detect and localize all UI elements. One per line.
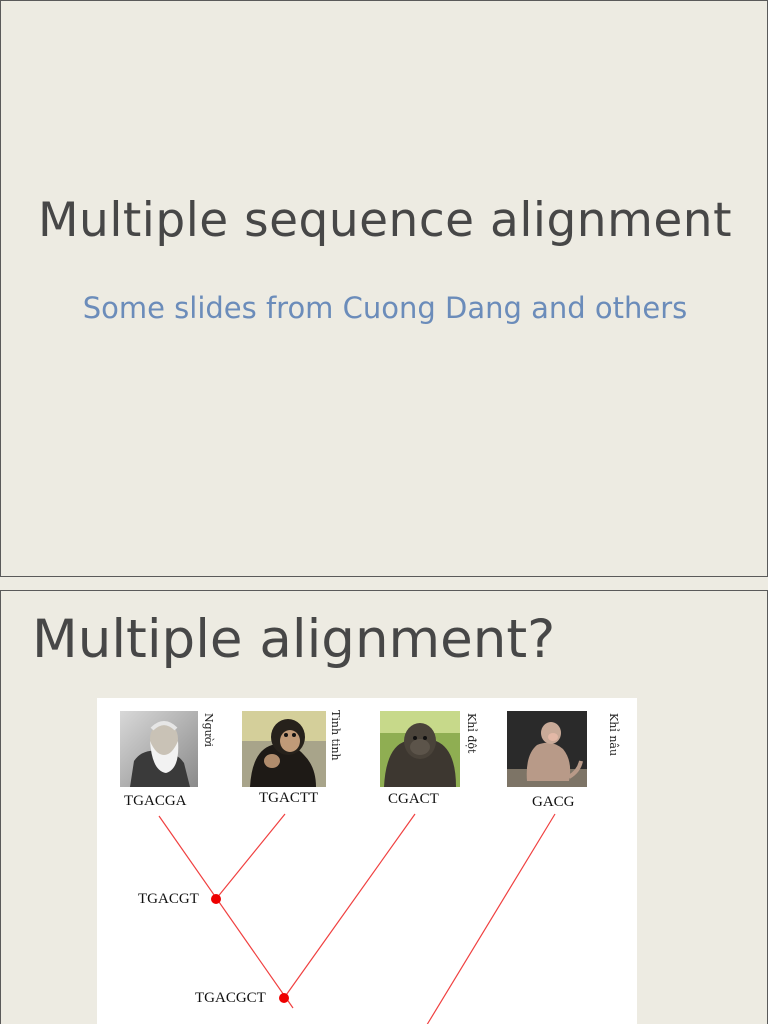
content-slide: Multiple alignment? Người	[0, 590, 768, 1024]
sequence-chimpanzee: TGACTT	[259, 790, 319, 806]
ancestor-label-1: TGACGT	[138, 891, 199, 907]
sequence-macaque: GACG	[532, 794, 575, 810]
slide-subtitle: Some slides from Cuong Dang and others	[82, 291, 688, 325]
species-name-macaque: Khỉ nâu	[607, 713, 620, 757]
ancestor-node-1	[211, 894, 221, 904]
sequence-gorilla: CGACT	[388, 791, 439, 807]
slide-title: Multiple sequence alignment	[37, 193, 732, 248]
phylogenetic-tree-figure: Người Tinh tinh	[97, 698, 637, 1024]
chimpanzee-photo	[242, 711, 326, 787]
slide-gap	[0, 577, 768, 590]
gorilla-photo	[380, 711, 460, 787]
sequence-human: TGACGA	[124, 793, 187, 809]
tree-lines	[158, 813, 556, 1024]
species-name-chimpanzee: Tinh tinh	[329, 710, 342, 761]
macaque-photo	[507, 711, 587, 787]
ancestor-label-2: TGACGCT	[195, 990, 266, 1006]
human-portrait	[120, 711, 198, 787]
title-slide: Multiple sequence alignment Some slides …	[0, 0, 768, 577]
species-name-human: Người	[202, 713, 215, 747]
ancestor-node-2	[279, 993, 289, 1003]
slide-heading: Multiple alignment?	[32, 609, 556, 670]
species-name-gorilla: Khỉ đột	[465, 713, 478, 754]
